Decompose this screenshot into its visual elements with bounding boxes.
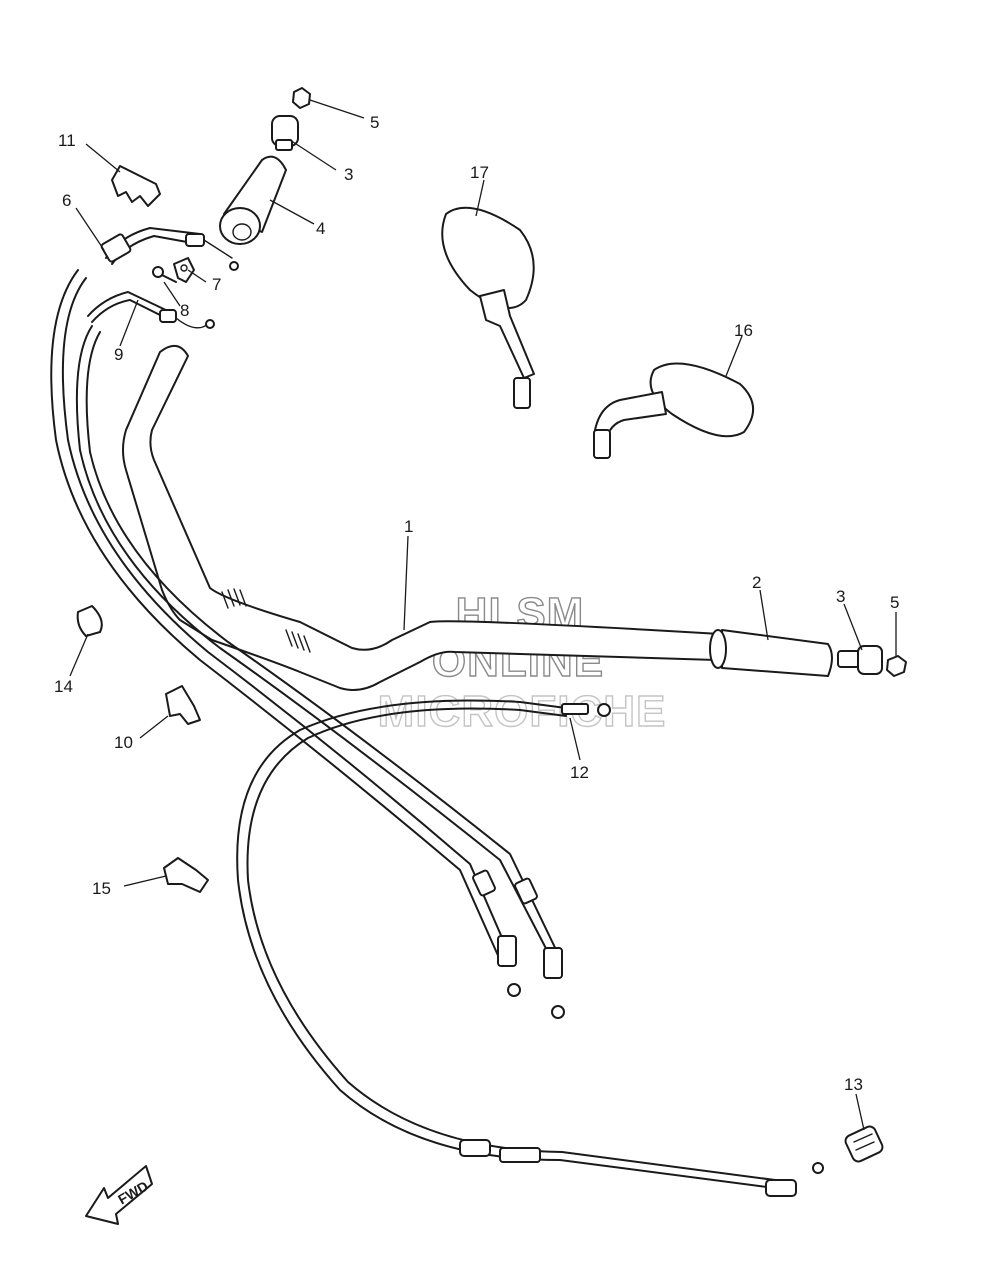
callout-13: 13 [844,1075,863,1094]
throttle-cable-upper-part[interactable] [100,227,239,271]
callout-3-top: 3 [344,165,353,184]
callout-14: 14 [54,677,73,696]
clutch-switch-part[interactable] [844,1125,885,1164]
callout-16: 16 [734,321,753,340]
forward-direction-arrow: FWD [85,1165,153,1225]
left-mirror-part[interactable] [441,206,535,409]
callout-15: 15 [92,879,111,898]
callout-4: 4 [316,219,325,238]
callout-11: 11 [58,131,76,150]
callout-7: 7 [212,275,221,294]
cable-clamp-part[interactable] [111,165,161,207]
callout-labels: 1 2 3 5 5 3 4 6 7 8 9 11 14 10 15 12 13 … [54,113,899,1094]
callout-9: 9 [114,345,123,364]
handlebar-part[interactable] [122,345,721,691]
watermark-line-3: MICROFICHE [378,687,667,736]
throttle-cable-lower-part[interactable] [87,291,215,329]
callout-5-right: 5 [890,593,899,612]
callout-2: 2 [752,573,761,592]
callout-17: 17 [470,163,489,182]
clamp-15-part[interactable] [163,857,209,893]
bolt-part[interactable] [152,266,177,283]
cable-bracket-part[interactable] [173,257,195,283]
callout-8: 8 [180,301,189,320]
clutch-cable-part[interactable] [236,699,824,1197]
throttle-cable-runs [50,269,565,1019]
callout-12: 12 [570,763,589,782]
holder-10-part[interactable] [165,685,201,725]
bar-end-top-part[interactable] [271,115,299,151]
clip-14-part[interactable] [76,605,103,637]
callout-1: 1 [404,517,413,536]
bar-end-right-part[interactable] [837,645,883,675]
throttle-grip-part[interactable] [219,155,287,245]
callout-6: 6 [62,191,71,210]
leader-lines [69,99,897,1131]
callout-10: 10 [114,733,133,752]
callout-5-top: 5 [370,113,379,132]
right-grip-part[interactable] [709,629,833,677]
screw-right-part[interactable] [886,655,907,677]
callout-3-right: 3 [836,587,845,606]
screw-top-part[interactable] [292,87,311,109]
right-mirror-part[interactable] [593,362,754,459]
